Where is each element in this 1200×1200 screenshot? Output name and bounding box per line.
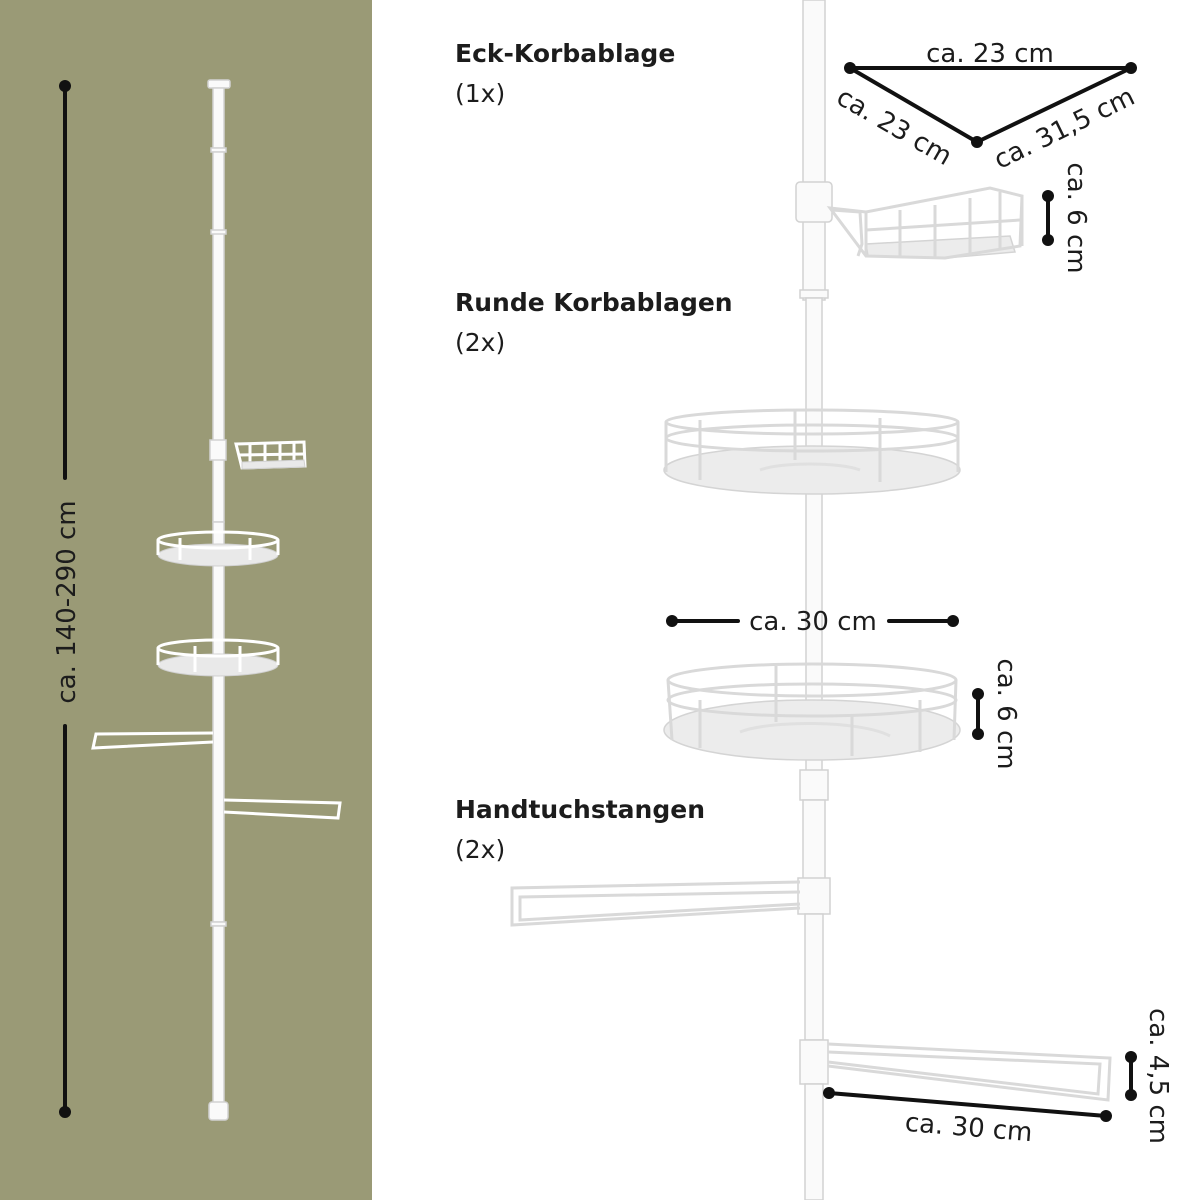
product-overview-illustration (91, 79, 342, 1121)
towel-bar-width-label: ca. 30 cm (904, 1108, 1034, 1148)
towel-bar-height-dimension: ca. 4,5 cm (1125, 1008, 1173, 1144)
towel-bar-upper-illustration (510, 880, 801, 927)
round-basket-width-label: ca. 30 cm (749, 607, 877, 637)
towel-bars-title: Handtuchstangen (455, 795, 705, 824)
towel-bar-lower-illustration (827, 1042, 1112, 1102)
towel-bars-count: (2x) (455, 835, 505, 864)
corner-basket-top-dimension: ca. 23 cm (844, 39, 1137, 74)
round-basket-lower-illustration (663, 662, 961, 761)
corner-top-label: ca. 23 cm (926, 39, 1054, 69)
small-towel-bar-right (223, 798, 342, 820)
round-baskets-title: Runde Korbablagen (455, 288, 733, 317)
height-dimension-label: ca. 140-290 cm (52, 500, 82, 703)
corner-basket-illustration (795, 181, 1024, 260)
round-basket-upper-illustration (663, 408, 961, 495)
round-basket-width-dimension: ca. 30 cm (666, 607, 959, 637)
small-round-basket-lower (156, 638, 280, 677)
corner-basket-title: Eck-Korbablage (455, 39, 675, 68)
height-dimension: ca. 140-290 cm (52, 80, 82, 1118)
towel-bar-height-label: ca. 4,5 cm (1143, 1008, 1173, 1144)
small-towel-bar-left (91, 731, 214, 750)
main-pole (797, 0, 831, 1200)
round-basket-height-label: ca. 6 cm (991, 658, 1021, 769)
round-basket-height-dimension: ca. 6 cm (972, 658, 1021, 770)
small-corner-basket (234, 440, 307, 470)
corner-height-label: ca. 6 cm (1061, 162, 1091, 273)
small-round-basket-upper (156, 530, 280, 567)
left-panel-background (0, 0, 372, 1200)
round-baskets-count: (2x) (455, 328, 505, 357)
corner-basket-count: (1x) (455, 79, 505, 108)
corner-basket-left-dimension: ca. 23 cm (831, 66, 983, 172)
corner-basket-height-dimension: ca. 6 cm (1042, 162, 1091, 274)
corner-basket-right-dimension: ca. 31,5 cm (975, 66, 1140, 176)
